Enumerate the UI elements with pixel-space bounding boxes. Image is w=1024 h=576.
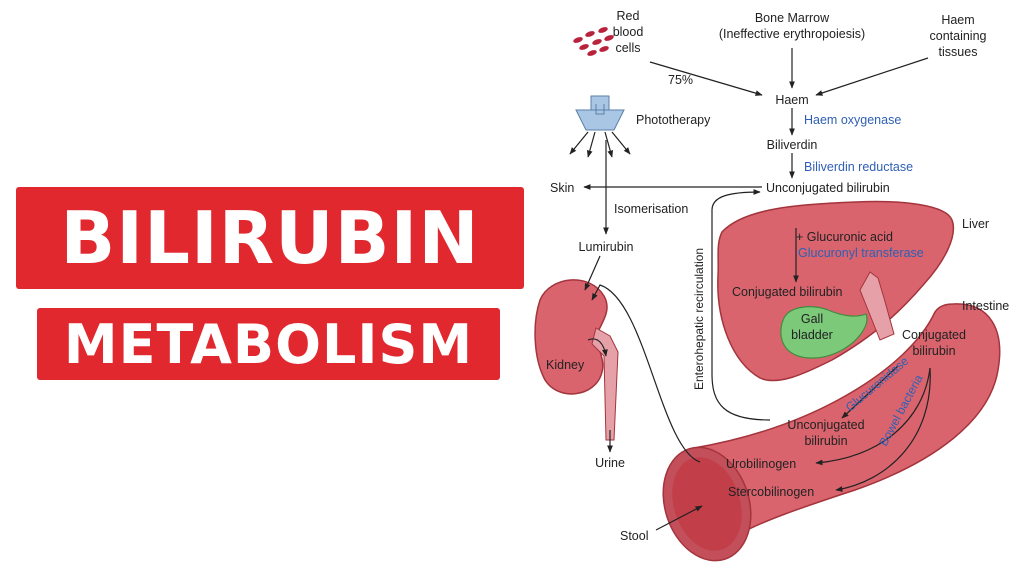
label-rbc-percent: 75% xyxy=(668,73,693,87)
liver-shape xyxy=(717,200,955,382)
arrow-bowel-bacteria-urobilinogen xyxy=(815,367,931,466)
label-liver-conjugated-bilirubin: Conjugated bilirubin xyxy=(732,285,843,299)
path-urobilinogen-to-kidney xyxy=(591,284,701,463)
label-intestine: Intestine xyxy=(962,299,1009,313)
label-glucuronyl-transferase: Glucuronyl transferase xyxy=(798,246,924,260)
label-isomerisation: Isomerisation xyxy=(614,202,688,216)
label-liver: Liver xyxy=(962,217,989,231)
label-intestine-unconjugated-2: bilirubin xyxy=(804,434,847,448)
label-tissues-2: containing xyxy=(930,29,987,43)
title-banner-metabolism: METABOLISM xyxy=(37,308,500,380)
phototherapy-lamp-icon xyxy=(569,95,631,158)
label-lumirubin: Lumirubin xyxy=(579,240,634,254)
label-biliverdin: Biliverdin xyxy=(767,138,818,152)
arrow-tissues-to-haem xyxy=(815,57,929,96)
label-stercobilinogen: Stercobilinogen xyxy=(728,485,814,499)
title-banner-bilirubin: BILIRUBIN xyxy=(16,187,524,289)
label-phototherapy: Phototherapy xyxy=(636,113,711,127)
label-tissues-3: tissues xyxy=(939,45,978,59)
kidney-shape xyxy=(534,279,608,395)
label-enterohepatic: Enterohepatic recirculation xyxy=(692,248,706,390)
label-haem: Haem xyxy=(775,93,808,107)
label-biliverdin-reductase: Biliverdin reductase xyxy=(804,160,913,174)
bile-duct xyxy=(859,271,895,341)
arrow-lumirubin-to-kidney xyxy=(584,255,601,291)
title-line-1: BILIRUBIN xyxy=(60,196,480,280)
arrow-kidney-pelvis xyxy=(587,338,608,357)
label-glucuronic-acid: + Glucuronic acid xyxy=(796,230,893,244)
title-line-2: METABOLISM xyxy=(63,312,474,376)
gall-bladder-shape xyxy=(780,306,868,359)
label-kidney: Kidney xyxy=(546,358,585,372)
label-intestine-unconjugated-1: Unconjugated xyxy=(787,418,864,432)
label-urobilinogen: Urobilinogen xyxy=(726,457,796,471)
red-blood-cells-icon xyxy=(573,27,614,56)
label-intestine-conjugated-2: bilirubin xyxy=(912,344,955,358)
label-tissues-1: Haem xyxy=(941,13,974,27)
label-stool: Stool xyxy=(620,529,649,543)
label-skin: Skin xyxy=(550,181,574,195)
arrow-stool xyxy=(655,505,703,531)
label-urine: Urine xyxy=(595,456,625,470)
arrow-glucuronidase xyxy=(841,365,899,419)
arrow-enterohepatic xyxy=(711,189,771,421)
label-haem-oxygenase: Haem oxygenase xyxy=(804,113,901,127)
arrow-bowel-bacteria-stercobilinogen xyxy=(835,367,931,492)
arrow-rbc-to-haem xyxy=(649,61,763,96)
label-rbc-3: cells xyxy=(615,41,640,55)
label-bone-marrow-2: (Ineffective erythropoiesis) xyxy=(719,27,865,41)
label-gall-bladder-1: Gall xyxy=(801,312,823,326)
label-bone-marrow-1: Bone Marrow xyxy=(755,11,830,25)
label-gall-bladder-2: bladder xyxy=(791,328,833,342)
label-unconjugated-bilirubin: Unconjugated bilirubin xyxy=(766,181,890,195)
label-intestine-conjugated-1: Conjugated xyxy=(902,328,966,342)
intestine-lumen xyxy=(672,457,742,551)
label-rbc-2: blood xyxy=(613,25,644,39)
label-rbc-1: Red xyxy=(617,9,640,23)
